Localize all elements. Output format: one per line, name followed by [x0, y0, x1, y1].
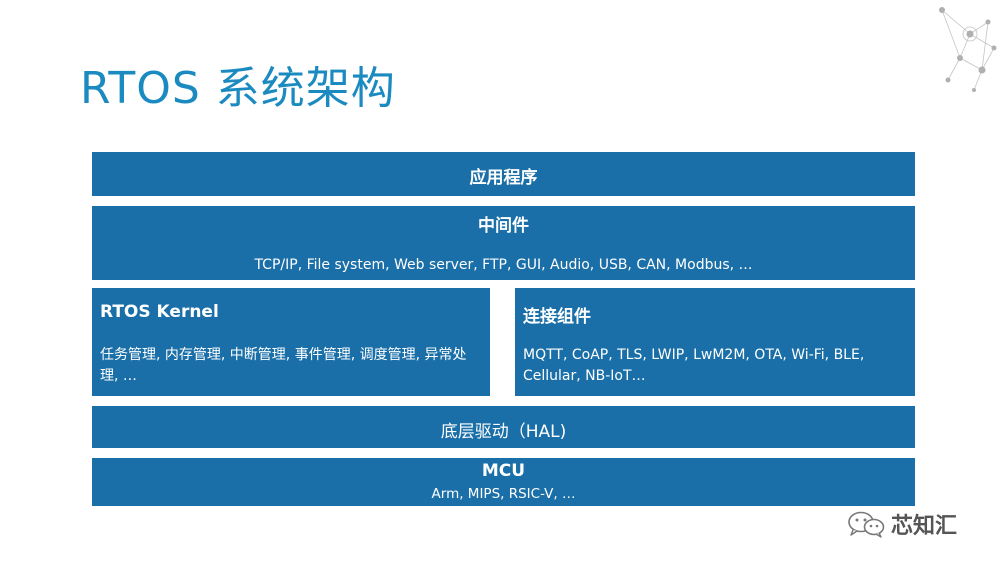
wechat-icon — [848, 511, 885, 538]
kernel-layer-items: 任务管理, 内存管理, 中断管理, 事件管理, 调度管理, 异常处理, … — [100, 347, 467, 384]
mcu-layer-title: MCU — [481, 461, 526, 481]
mcu-layer: MCU Arm, MIPS, RSIC-V, … — [92, 458, 915, 506]
kernel-layer-title: RTOS Kernel — [100, 302, 219, 322]
mcu-layer-items: Arm, MIPS, RSIC-V, … — [431, 486, 576, 502]
brand-name: 芯知汇 — [891, 514, 958, 539]
connectivity-layer: 连接组件 MQTT, CoAP, TLS, LWIP, LwM2M, OTA, … — [515, 288, 915, 396]
middleware-layer-items: TCP/IP, File system, Web server, FTP, GU… — [254, 257, 753, 273]
application-layer: 应用程序 — [92, 152, 915, 196]
connectivity-layer-title: 连接组件 — [523, 307, 591, 327]
brand-watermark: 芯知汇 — [847, 508, 957, 540]
page-title: RTOS 系统架构 — [80, 63, 396, 114]
connectivity-layer-items: MQTT, CoAP, TLS, LWIP, LwM2M, OTA, Wi-Fi… — [523, 347, 865, 384]
application-layer-title: 应用程序 — [469, 168, 538, 188]
middleware-layer: 中间件 TCP/IP, File system, Web server, FTP… — [92, 206, 915, 280]
hal-layer-title: 底层驱动（HAL) — [440, 422, 567, 442]
network-decoration-icon — [939, 7, 997, 92]
middleware-layer-title: 中间件 — [478, 216, 529, 236]
kernel-layer: RTOS Kernel 任务管理, 内存管理, 中断管理, 事件管理, 调度管理… — [92, 288, 490, 396]
hal-layer: 底层驱动（HAL) — [92, 406, 915, 448]
